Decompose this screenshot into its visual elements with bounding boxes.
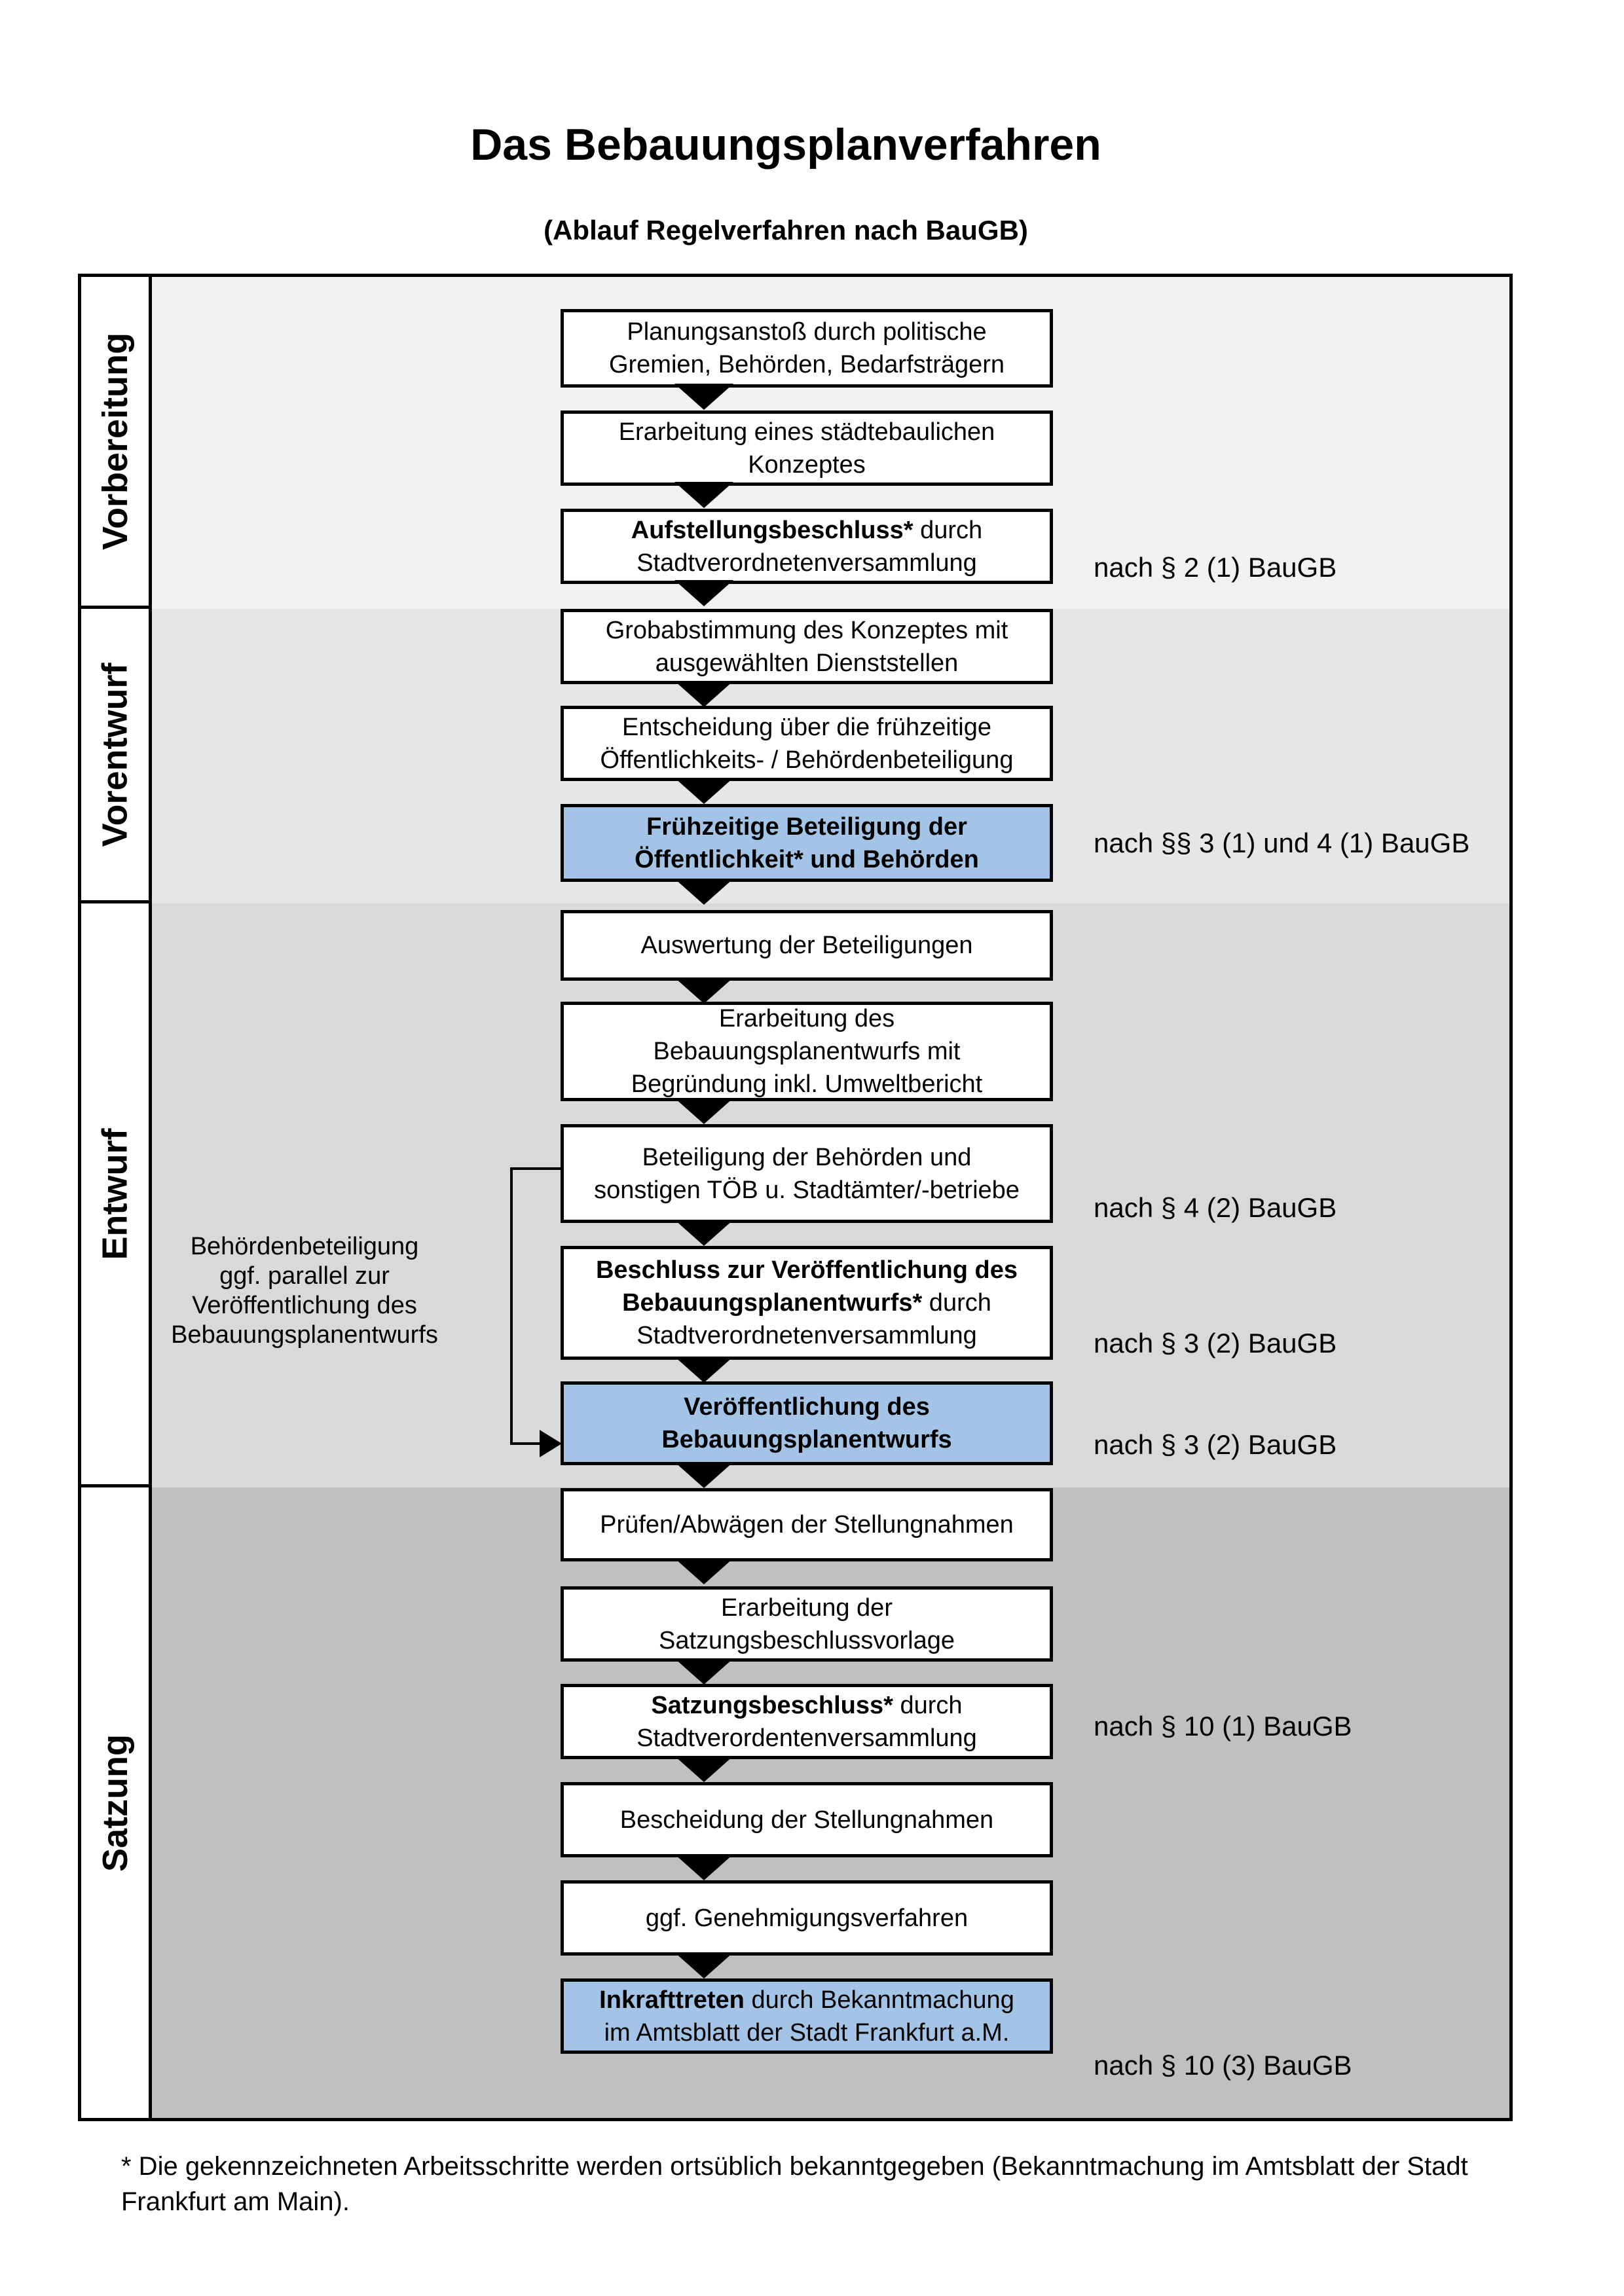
phase-cell-entwurf: Entwurf <box>81 903 149 1487</box>
phase-label-satzung: Satzung <box>95 1734 135 1872</box>
step-entwurf-erarbeitung: Erarbeitung des Bebauungsplanentwurfs mi… <box>561 1002 1053 1101</box>
step-aufstellungsbeschluss: Aufstellungsbeschluss* durch Stadtverord… <box>561 509 1053 584</box>
connector-arrow-icon <box>540 1430 562 1457</box>
legal-reference: nach § 3 (2) BauGB <box>1094 1328 1337 1358</box>
step-planungsanstoss: Planungsanstoß durch politische Gremien,… <box>561 309 1053 388</box>
legal-reference: nach § 4 (2) BauGB <box>1094 1192 1337 1223</box>
down-arrow-icon <box>674 580 733 606</box>
down-arrow-icon <box>674 1658 733 1685</box>
down-arrow-icon <box>674 384 733 410</box>
step-satzungsvorlage: Erarbeitung der Satzungsbeschlussvorlage <box>561 1586 1053 1662</box>
page-title: Das Bebauungsplanverfahren <box>470 120 1101 170</box>
down-arrow-icon <box>674 1462 733 1488</box>
step-entscheidung-beteiligung: Entscheidung über die frühzeitige Öffent… <box>561 706 1053 781</box>
step-konzept-erarbeitung: Erarbeitung eines städtebaulichen Konzep… <box>561 410 1053 486</box>
down-arrow-icon <box>674 482 733 508</box>
connector-line-vertical <box>510 1167 513 1445</box>
down-arrow-icon <box>674 1098 733 1124</box>
down-arrow-icon <box>674 977 733 1004</box>
phase-label-vorentwurf: Vorentwurf <box>95 663 135 847</box>
legal-reference: nach § 10 (1) BauGB <box>1094 1711 1352 1741</box>
phase-cell-vorbereitung: Vorbereitung <box>81 277 149 609</box>
step-veroeffentlichung: Veröffentlichung des Bebauungsplanentwur… <box>561 1381 1053 1465</box>
step-inkrafttreten: Inkrafttreten durch Bekanntmachung im Am… <box>561 1978 1053 2054</box>
down-arrow-icon <box>674 879 733 905</box>
step-veroeffentlichungsbeschluss: Beschluss zur Veröffentlichung des Bebau… <box>561 1246 1053 1360</box>
down-arrow-icon <box>674 1952 733 1978</box>
page-subtitle: (Ablauf Regelverfahren nach BauGB) <box>544 215 1028 246</box>
footnote: * Die gekennzeichneten Arbeitsschritte w… <box>121 2152 1468 2216</box>
step-auswertung: Auswertung der Beteiligungen <box>561 910 1053 981</box>
phase-cell-vorentwurf: Vorentwurf <box>81 609 149 903</box>
down-arrow-icon <box>674 1357 733 1383</box>
step-behoerdenbeteiligung: Beteiligung der Behörden und sonstigen T… <box>561 1124 1053 1223</box>
parallel-process-note: Behördenbeteiligung ggf. parallel zur Ve… <box>171 1233 438 1349</box>
step-pruefen-abwaegen: Prüfen/Abwägen der Stellungnahmen <box>561 1488 1053 1561</box>
connector-line-top <box>510 1167 561 1170</box>
phase-sidebar: Vorbereitung Vorentwurf Entwurf Satzung <box>81 277 152 2118</box>
phase-cell-satzung: Satzung <box>81 1487 149 2118</box>
phase-label-entwurf: Entwurf <box>95 1128 135 1260</box>
connector-line-bottom <box>510 1442 546 1445</box>
step-grobabstimmung: Grobabstimmung des Konzeptes mit ausgewä… <box>561 609 1053 684</box>
step-genehmigungsverfahren: ggf. Genehmigungsverfahren <box>561 1880 1053 1956</box>
step-bescheidung: Bescheidung der Stellungnahmen <box>561 1782 1053 1857</box>
legal-reference: nach §§ 3 (1) und 4 (1) BauGB <box>1094 828 1470 858</box>
down-arrow-icon <box>674 1756 733 1782</box>
legal-reference: nach § 2 (1) BauGB <box>1094 552 1337 583</box>
legal-reference: nach § 3 (2) BauGB <box>1094 1429 1337 1460</box>
step-fruehzeitige-beteiligung: Frühzeitige Beteiligung der Öffentlichke… <box>561 804 1053 882</box>
down-arrow-icon <box>674 1854 733 1880</box>
down-arrow-icon <box>674 1220 733 1246</box>
legal-reference: nach § 10 (3) BauGB <box>1094 2050 1352 2081</box>
phase-label-vorbereitung: Vorbereitung <box>95 332 135 551</box>
down-arrow-icon <box>674 778 733 804</box>
step-satzungsbeschluss: Satzungsbeschluss* durch Stadtverordente… <box>561 1684 1053 1759</box>
down-arrow-icon <box>674 1558 733 1584</box>
down-arrow-icon <box>674 681 733 707</box>
